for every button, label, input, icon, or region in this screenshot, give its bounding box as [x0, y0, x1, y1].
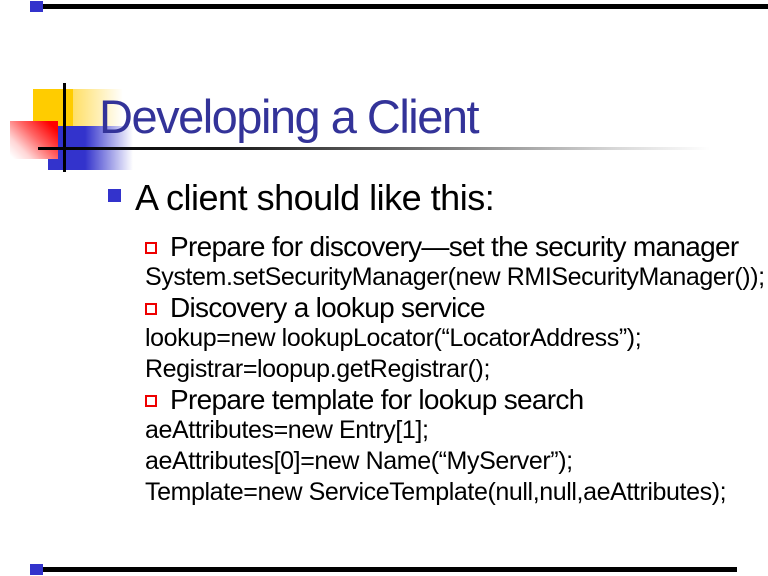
title-underline: [38, 147, 710, 150]
code-line-text: System.setSecurityManager(new RMISecurit…: [145, 262, 765, 291]
bullet-list: Prepare for discovery—set the security m…: [100, 231, 765, 508]
code-line-text: Registrar=loopup.getRegistrar();: [145, 354, 491, 383]
list-item-text: Discovery a lookup service: [170, 291, 486, 323]
code-line-text: Template=new ServiceTemplate(null,null,a…: [145, 477, 727, 506]
blue-square-bullet-icon: [108, 189, 121, 202]
code-line: lookup=new lookupLocator(“LocatorAddress…: [100, 323, 750, 354]
code-line: aeAttributes=new Entry[1];: [100, 415, 750, 446]
slide-body: A client should like this: Prepare for d…: [100, 176, 765, 508]
code-line-text: lookup=new lookupLocator(“LocatorAddress…: [145, 324, 642, 353]
code-line: Template=new ServiceTemplate(null,null,a…: [100, 477, 750, 508]
list-item-text: Prepare for discovery—set the security m…: [170, 230, 739, 262]
slide-title: Developing a Client: [99, 90, 480, 143]
code-line: System.setSecurityManager(new RMISecurit…: [100, 262, 765, 293]
main-bullet-row: A client should like this:: [100, 176, 750, 219]
red-gradient-square: [10, 121, 58, 159]
main-bullet-text: A client should like this:: [135, 177, 495, 218]
bottom-stripe: [30, 567, 737, 572]
code-line: aeAttributes[0]=new Name(“MyServer”);: [100, 446, 750, 477]
code-line: Registrar=loopup.getRegistrar();: [100, 354, 750, 385]
top-stripe-blue-square: [30, 1, 43, 12]
code-line-text: aeAttributes[0]=new Name(“MyServer”);: [145, 446, 573, 475]
red-square-bullet-icon: [145, 302, 157, 315]
red-square-bullet-icon: [145, 241, 157, 254]
bottom-stripe-blue-square: [30, 564, 43, 575]
list-item: Prepare template for lookup search: [100, 383, 750, 416]
code-line-text: aeAttributes=new Entry[1];: [145, 416, 429, 445]
list-item: Prepare for discovery—set the security m…: [100, 231, 750, 262]
list-item: Discovery a lookup service: [100, 291, 750, 324]
list-item-text: Prepare template for lookup search: [170, 383, 584, 415]
yellow-square-fade: [73, 89, 123, 128]
crosshair-vertical-line: [63, 83, 66, 172]
top-stripe: [30, 4, 768, 9]
red-square-bullet-icon: [145, 394, 157, 407]
